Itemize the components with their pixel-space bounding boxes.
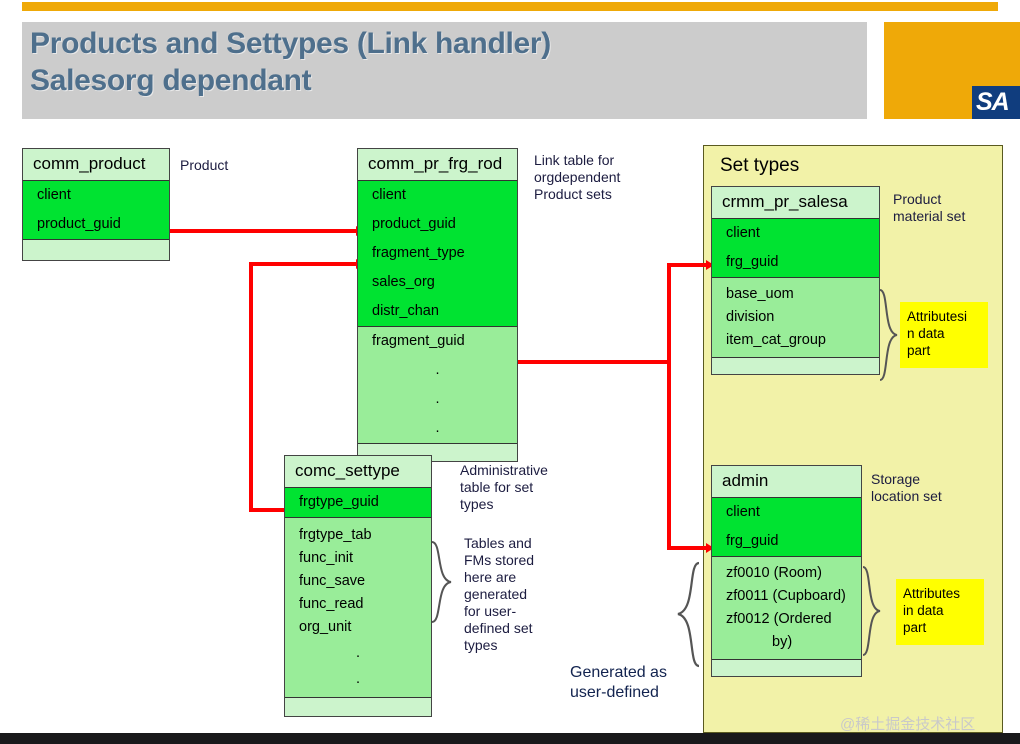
page-title: Products and Settypes (Link handler) Sal… [30,25,860,99]
note-product-material-set: Product material set [893,191,966,224]
note-storage-location-set: Storage location set [871,471,942,504]
field-frgtype-guid: frgtype_guid [299,494,379,510]
entity-admin[interactable]: admin client frg_guid zf0010 (Room) zf00… [711,465,862,677]
field-client: client [726,225,760,241]
entity-comm-product[interactable]: comm_product client product_guid [22,148,170,261]
brace-comc-settype-generated [431,541,452,623]
entity-comm-pr-frg-rod[interactable]: comm_pr_frg_rod client product_guid frag… [357,148,518,462]
field-dot-2: . [355,671,361,687]
field-client: client [726,504,760,520]
entity-section-footer-crmm-pr-salesa [712,358,879,374]
connector-arrow-admin-frg-guid [706,543,714,553]
page-title-line-2: Salesorg dependant [30,64,312,97]
brace-generated-as-user-defined [677,561,700,668]
field-base-uom: base_uom [726,286,794,302]
field-item-cat-group: item_cat_group [726,332,826,348]
field-dot-2: . [435,391,440,407]
bottom-bar [0,733,1020,744]
field-zf0012: zf0012 (Ordered [726,611,832,627]
page-title-line-1: Products and Settypes (Link handler) [30,27,551,60]
note-generated-as-user-defined: Generated as user-defined [570,664,667,701]
entity-section-footer-comc-settype [285,698,431,716]
field-func-read: func_read [299,596,364,612]
entity-title-comm-product: comm_product [23,149,169,181]
field-zf0012-cont: by) [772,634,793,650]
connector-crmm-frg-guid [667,263,711,267]
entity-section-data-crmm-pr-salesa: base_uom division item_cat_group [712,278,879,358]
field-frg-guid: frg_guid [726,254,779,270]
set-types-panel-title: Set types [720,155,800,176]
field-product-guid: product_guid [372,216,456,232]
brace-crmm-attributes [879,289,898,381]
sap-logo: SA [972,86,1020,119]
field-distr-chan: distr_chan [372,303,439,319]
top-accent-bar [22,2,998,11]
field-dot-3: . [435,420,440,436]
note-link-table: Link table for orgdependent Product sets [534,152,621,202]
connector-frgtype-guid [249,508,293,512]
field-fragment-guid: fragment_guid [372,333,465,349]
entity-section-key-comc-settype: frgtype_guid [285,488,431,518]
entity-section-key-comm-product: client product_guid [23,181,169,240]
field-org-unit: org_unit [299,619,352,635]
label-attributes-in-data-part-bottom: Attributes in data part [896,579,984,645]
connector-admin-frg-guid [667,546,711,550]
entity-section-footer-comm-product [23,240,169,260]
field-zf0011: zf0011 (Cupboard) [726,588,846,604]
note-product: Product [180,157,229,173]
entity-section-data-comc-settype: frgtype_tab func_init func_save func_rea… [285,518,431,698]
field-client: client [37,187,71,203]
field-fragment-type: fragment_type [372,245,465,261]
field-client: client [372,187,406,203]
field-sales-org: sales_org [372,274,435,290]
entity-section-data-admin: zf0010 (Room) zf0011 (Cupboard) zf0012 (… [712,557,861,660]
connector-fragment-type-vertical [249,262,253,511]
field-dot-1: . [355,645,361,661]
entity-title-admin: admin [712,466,861,498]
note-admin-table: Administrative table for set types [460,462,548,512]
field-frgtype-tab: frgtype_tab [299,527,372,543]
field-frg-guid: frg_guid [726,533,779,549]
header-band [22,22,867,119]
entity-title-crmm-pr-salesa: crmm_pr_salesa [712,187,879,219]
entity-comc-settype[interactable]: comc_settype frgtype_guid frgtype_tab fu… [284,455,432,717]
field-dot-1: . [435,362,440,378]
watermark: @稀土掘金技术社区 [840,716,976,733]
field-func-save: func_save [299,573,366,589]
connector-product-guid [170,229,362,233]
note-tables-and-fms: Tables and FMs stored here are generated… [464,535,535,653]
entity-section-key-crmm-pr-salesa: client frg_guid [712,219,879,278]
connector-settype-trunk [667,263,671,550]
entity-section-data-comm-pr-frg-rod: fragment_guid . . . [358,327,517,444]
field-product-guid: product_guid [37,216,121,232]
entity-title-comc-settype: comc_settype [285,456,431,488]
entity-section-footer-admin [712,660,861,676]
field-func-init: func_init [299,550,354,566]
label-attributes-in-data-part-top: Attributesi n data part [900,302,988,368]
connector-fragment-guid [518,360,670,364]
entity-crmm-pr-salesa[interactable]: crmm_pr_salesa client frg_guid base_uom … [711,186,880,375]
entity-section-key-admin: client frg_guid [712,498,861,557]
entity-title-comm-pr-frg-rod: comm_pr_frg_rod [358,149,517,181]
field-zf0010: zf0010 (Room) [726,565,822,581]
connector-arrow-crmm-frg-guid [706,260,714,270]
brace-admin-attributes [862,566,881,656]
connector-fragment-type-top [249,262,362,266]
entity-section-key-comm-pr-frg-rod: client product_guid fragment_type sales_… [358,181,517,327]
field-division: division [726,309,775,325]
